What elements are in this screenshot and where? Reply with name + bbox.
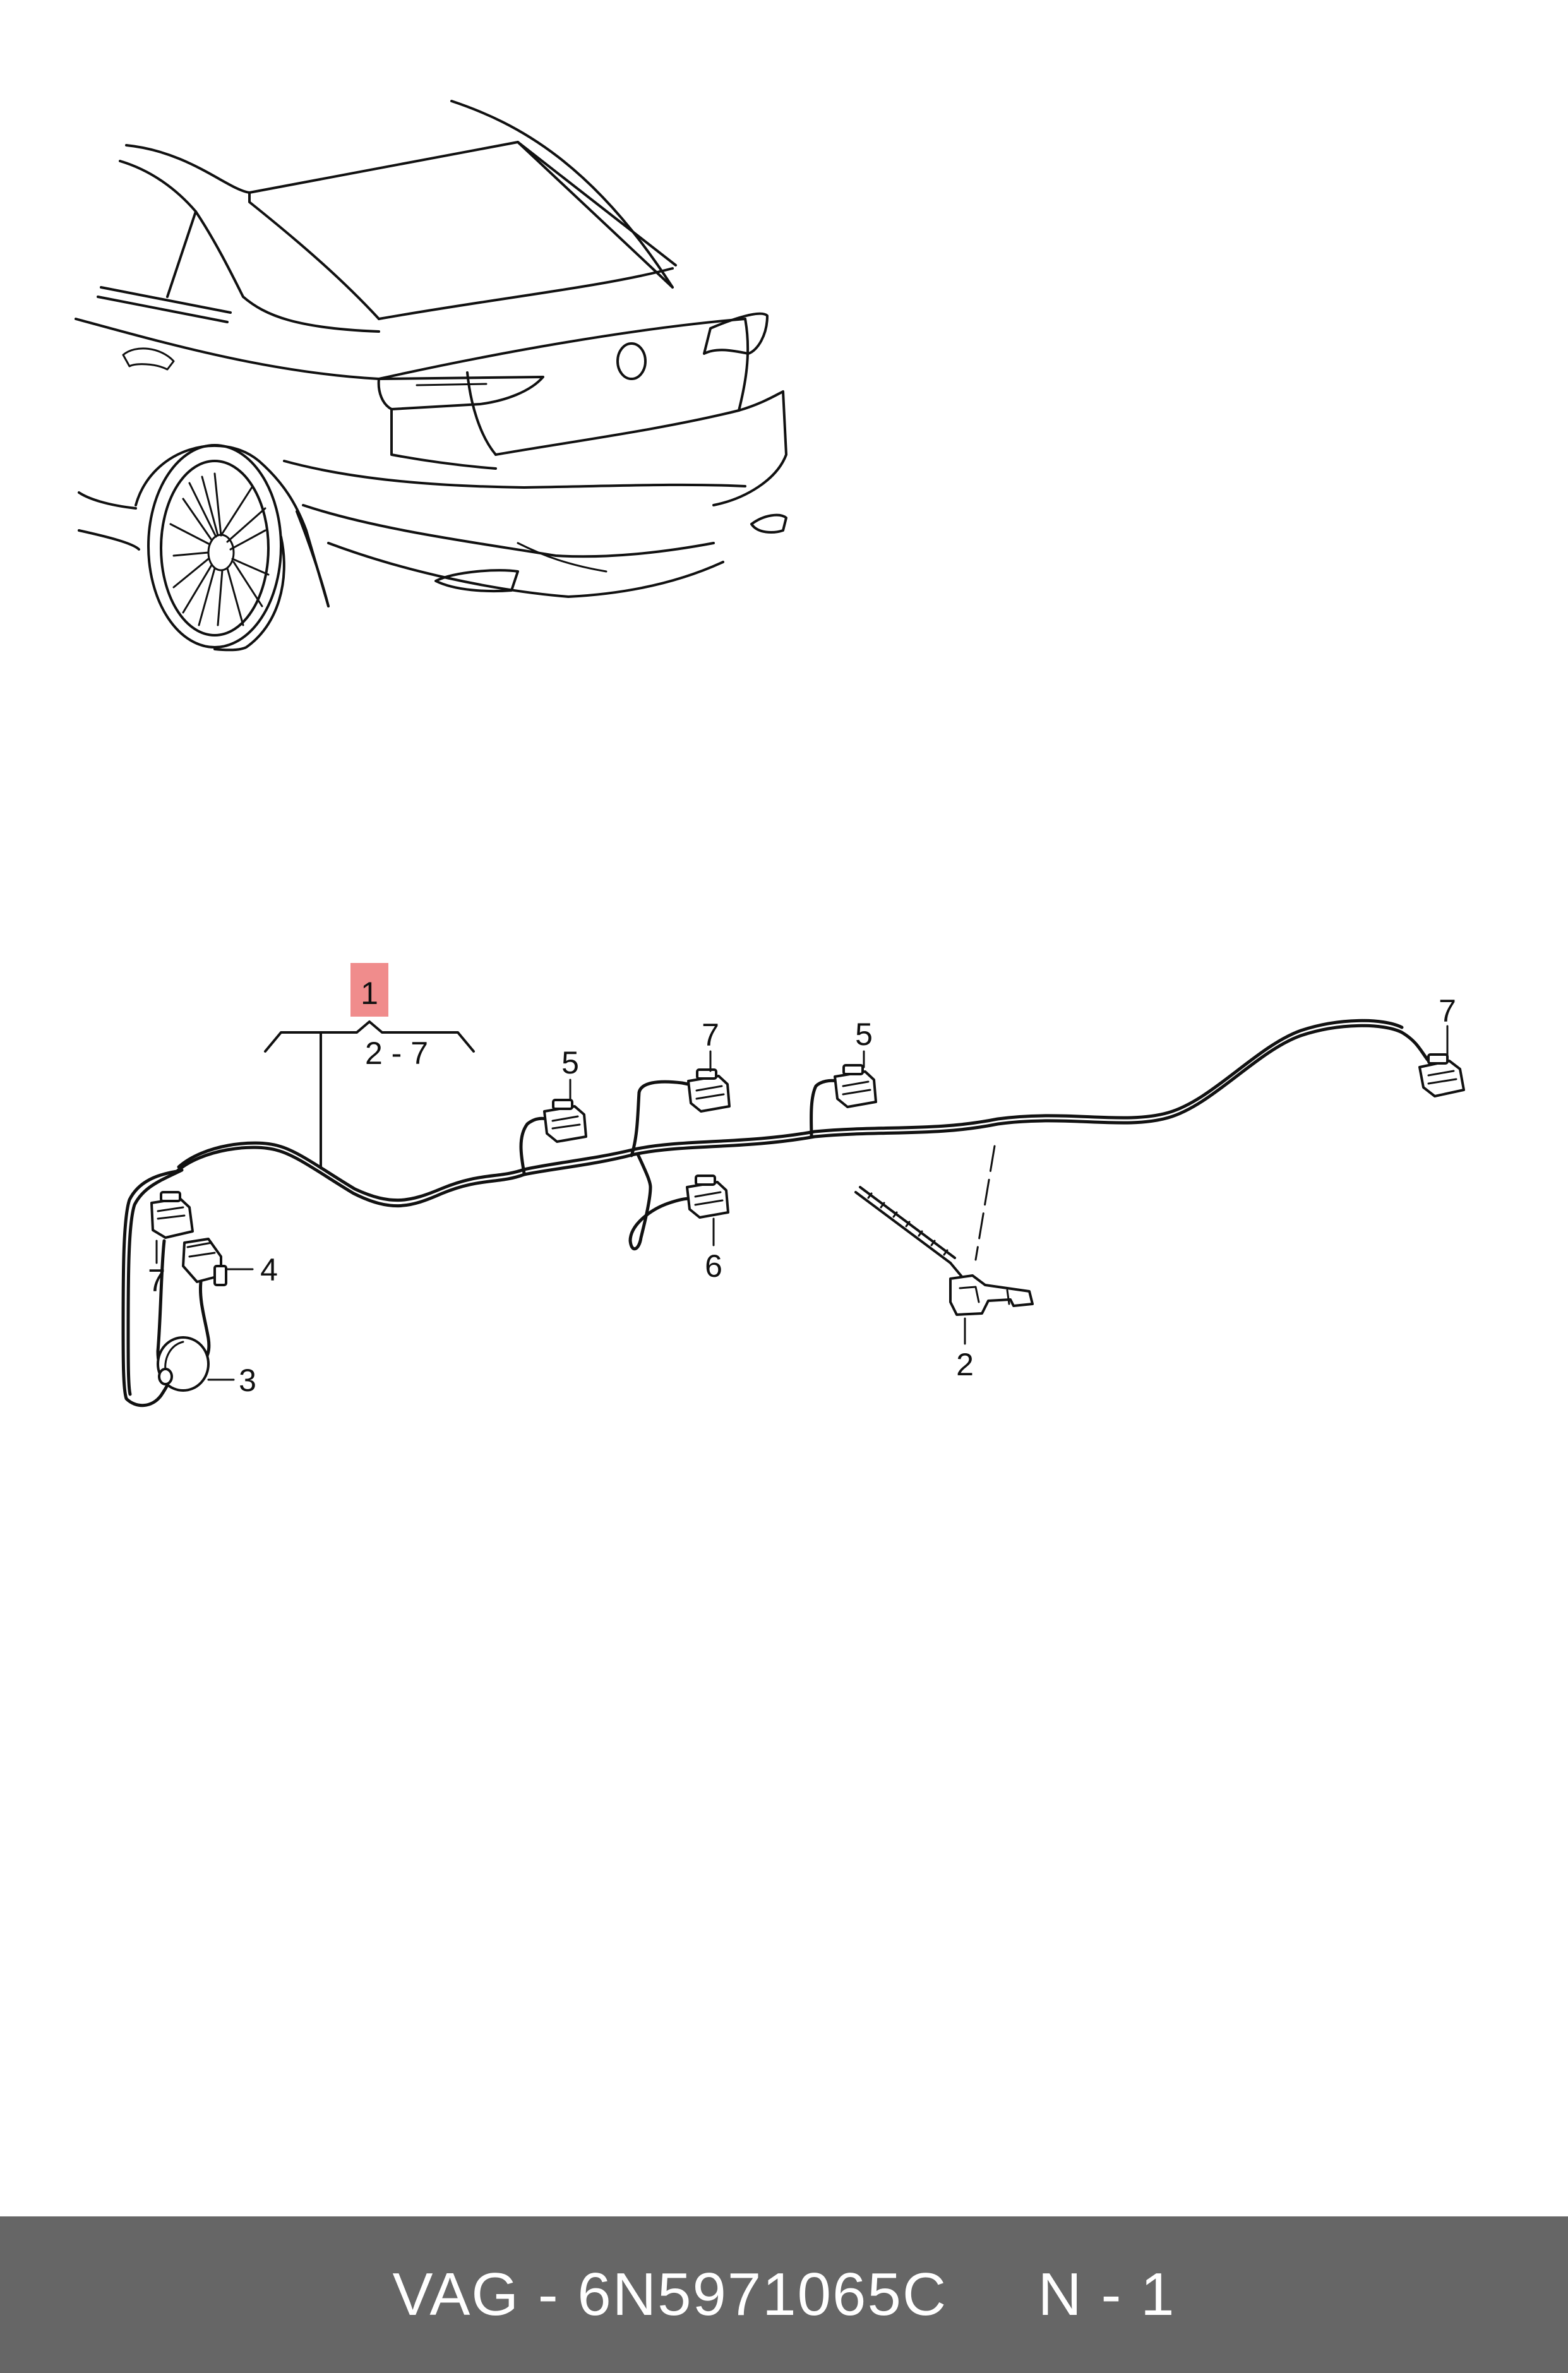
- sensor-connector-5-left: [543, 1099, 587, 1143]
- part-number-footer: VAG - 6N5971065C N - 1: [0, 2216, 1568, 2373]
- callout-labels: 1 2 - 7 2 3 4 5 5 6 7 7 7: [148, 976, 1456, 1398]
- callout-1: 1: [361, 976, 378, 1011]
- callout-leaders: [155, 963, 1449, 1381]
- harness-trunk-wire: [175, 1024, 1430, 1208]
- callout-5-right: 5: [855, 1017, 873, 1052]
- callout-6: 6: [705, 1248, 722, 1284]
- sensor-connector-6: [686, 1175, 729, 1219]
- callout-3: 3: [239, 1363, 256, 1398]
- callout-range: 2 - 7: [365, 1036, 428, 1071]
- callout-5-left: 5: [561, 1045, 579, 1080]
- callout-4: 4: [260, 1252, 278, 1288]
- parts-diagram: 1 2 - 7 2 3 4 5 5 6 7 7 7: [75, 100, 1465, 1408]
- control-unit-4: [182, 1238, 227, 1286]
- wiring-harness: [121, 1019, 1465, 1408]
- sensor-connector-7-center: [687, 1068, 731, 1113]
- cable-tie-2: [854, 1186, 1034, 1316]
- callout-7-right: 7: [1439, 993, 1456, 1029]
- car-rear-illustration: [75, 100, 787, 652]
- sensor-connector-5-right: [834, 1064, 877, 1108]
- sensor-connector-7-left: [150, 1191, 194, 1239]
- sensor-connector-7-right: [1418, 1053, 1465, 1097]
- callout-7-left: 7: [148, 1263, 165, 1298]
- round-sensor-3: [157, 1336, 210, 1392]
- part-number-text: VAG - 6N5971065C N - 1: [392, 2261, 1176, 2328]
- callout-7-center: 7: [702, 1017, 719, 1053]
- callout-2: 2: [956, 1347, 974, 1382]
- callout-1-highlight: [350, 963, 388, 1017]
